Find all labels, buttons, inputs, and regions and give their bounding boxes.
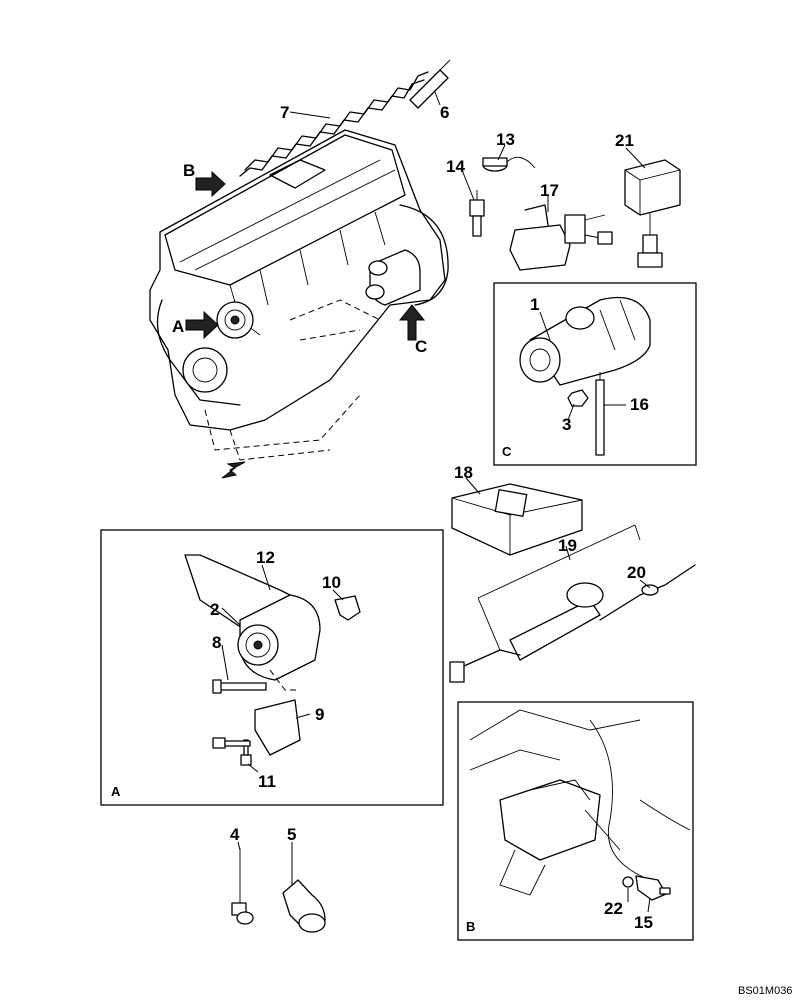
relay-17 — [509, 204, 613, 271]
panel-view-b — [457, 701, 694, 941]
ecu-18 — [451, 483, 583, 556]
plug-4 — [231, 848, 254, 925]
wiring-harness-7 — [244, 71, 429, 171]
label-6: 6 — [440, 103, 449, 122]
view-letters: B A C C A B — [111, 161, 512, 934]
arrow-c — [398, 304, 426, 341]
sensor-6 — [409, 59, 451, 109]
elbow-5 — [282, 879, 326, 933]
letter-c-main: C — [415, 337, 427, 356]
panel-view-c — [493, 282, 697, 466]
sensor-14 — [469, 190, 485, 237]
cable-16 — [595, 372, 605, 456]
controller-21 — [624, 159, 681, 268]
label-8: 8 — [212, 633, 221, 652]
panel-b-letter: B — [466, 919, 475, 934]
leader-lines — [221, 91, 651, 913]
bolt-8 — [212, 679, 267, 694]
label-9: 9 — [315, 705, 324, 724]
switch-13 — [482, 156, 536, 172]
label-7: 7 — [280, 103, 289, 122]
starter-on-engine — [365, 249, 421, 306]
label-20: 20 — [627, 563, 646, 582]
label-13: 13 — [496, 130, 515, 149]
part-number-labels: 1 2 3 4 5 6 7 8 9 10 11 12 13 14 15 16 1… — [210, 103, 653, 932]
label-2: 2 — [210, 600, 219, 619]
panel-a-letter: A — [111, 784, 121, 799]
letter-a-main: A — [172, 317, 184, 336]
label-22: 22 — [604, 899, 623, 918]
label-1: 1 — [530, 295, 539, 314]
label-18: 18 — [454, 463, 473, 482]
bolt-11 — [240, 739, 252, 766]
engine-assembly — [149, 129, 449, 461]
label-3: 3 — [562, 415, 571, 434]
label-19: 19 — [558, 536, 577, 555]
actuator-19 — [449, 524, 641, 683]
drawing-code: BS01M036 — [738, 985, 792, 997]
washer-22 — [622, 876, 634, 888]
arrow-a — [185, 310, 219, 340]
nut-3 — [567, 389, 589, 407]
label-11: 11 — [258, 772, 276, 791]
bolt-small — [212, 737, 251, 749]
label-12: 12 — [256, 548, 275, 567]
label-10: 10 — [322, 573, 341, 592]
panel-view-a — [100, 529, 444, 806]
label-17: 17 — [540, 181, 559, 200]
sensor-15 — [635, 875, 671, 901]
bracket-10 — [334, 595, 361, 621]
bracket-9 — [254, 669, 301, 756]
label-21: 21 — [615, 131, 634, 150]
label-16: 16 — [630, 395, 649, 414]
engine-detail-b — [469, 709, 691, 896]
alternator-on-engine — [216, 301, 254, 339]
panel-c-letter: C — [502, 444, 512, 459]
label-14: 14 — [446, 157, 465, 176]
arrow-b — [195, 170, 226, 198]
label-4: 4 — [230, 825, 240, 844]
cable-20 — [599, 564, 696, 621]
arrow-front — [221, 461, 246, 479]
starter-motor-1 — [519, 296, 651, 386]
label-5: 5 — [287, 825, 296, 844]
letter-b-main: B — [183, 161, 195, 180]
label-15: 15 — [634, 913, 653, 932]
alternator-2 — [237, 594, 321, 681]
